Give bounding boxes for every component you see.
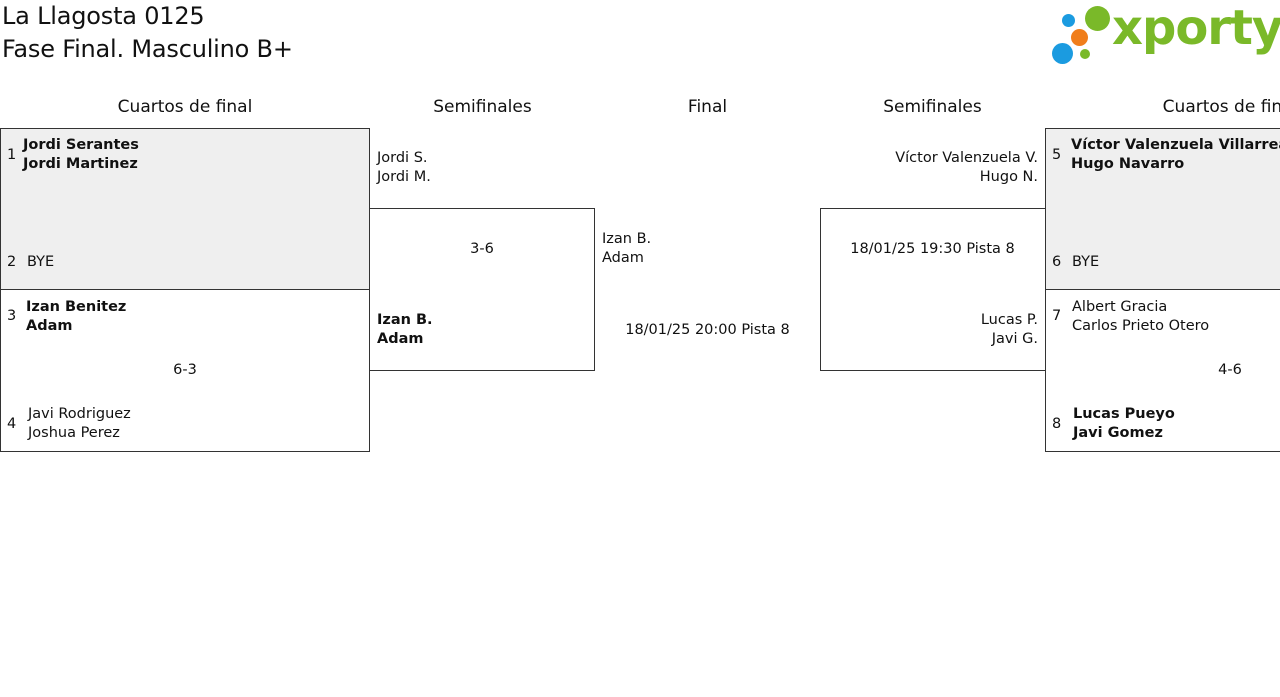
logo-dot-blue-bottom: [1052, 43, 1073, 64]
player-name: Izan Benitez: [26, 299, 127, 315]
player-name: Joshua Perez: [28, 425, 120, 441]
qf-left-match-1: [0, 128, 370, 290]
match-schedule: 18/01/25 20:00 Pista 8: [625, 322, 790, 338]
seed-number: 4: [7, 416, 17, 432]
seed-number: 8: [1052, 416, 1062, 432]
seed-number: 5: [1052, 147, 1062, 163]
player-name: Adam: [602, 250, 644, 266]
player-name: Lucas P.: [980, 312, 1038, 328]
player-name: Hugo N.: [979, 169, 1038, 185]
logo-dot-orange: [1071, 29, 1088, 46]
qf-right-match-2: [1045, 289, 1280, 452]
bye-label: BYE: [27, 254, 55, 270]
tournament-title: La Llagosta 0125: [2, 2, 205, 30]
player-name: Carlos Prieto Otero: [1072, 318, 1210, 334]
column-header-sf-left: Semifinales: [433, 97, 532, 117]
player-name: Hugo Navarro: [1071, 156, 1185, 172]
match-score: 3-6: [470, 241, 494, 257]
phase-subtitle: Fase Final. Masculino B+: [2, 35, 293, 63]
player-name: Javi Rodriguez: [28, 406, 131, 422]
player-name: Albert Gracia: [1072, 299, 1168, 315]
column-header-qf-right: Cuartos de final: [1162, 97, 1280, 117]
column-header-final: Final: [687, 97, 728, 117]
player-name: Adam: [377, 331, 424, 347]
sf-left-match: [369, 208, 595, 371]
match-score: 6-3: [173, 362, 197, 378]
player-name: Izan B.: [377, 312, 433, 328]
seed-number: 7: [1052, 308, 1062, 324]
logo-wordmark: xporty: [1112, 0, 1280, 56]
seed-number: 6: [1052, 254, 1062, 270]
logo-dot-green-small: [1080, 49, 1090, 59]
player-name: Jordi Martinez: [23, 156, 138, 172]
player-name: Víctor Valenzuela Villarreal: [1071, 137, 1280, 153]
player-name: Jordi S.: [377, 150, 428, 166]
column-header-sf-right: Semifinales: [883, 97, 982, 117]
player-name: Lucas Pueyo: [1073, 406, 1175, 422]
column-header-qf-left: Cuartos de final: [117, 97, 253, 117]
match-score: 4-6: [1218, 362, 1242, 378]
player-name: Víctor Valenzuela V.: [895, 150, 1038, 166]
bye-label: BYE: [1072, 254, 1100, 270]
seed-number: 1: [7, 147, 17, 163]
player-name: Adam: [26, 318, 73, 334]
player-name: Jordi M.: [377, 169, 431, 185]
seed-number: 3: [7, 308, 17, 324]
player-name: Izan B.: [602, 231, 652, 247]
match-schedule: 18/01/25 19:30 Pista 8: [850, 241, 1015, 257]
player-name: Jordi Serantes: [23, 137, 139, 153]
player-name: Javi G.: [991, 331, 1038, 347]
logo-dot-blue-top: [1062, 14, 1075, 27]
xporty-logo: xporty: [1050, 0, 1280, 68]
qf-right-match-1: [1045, 128, 1280, 290]
seed-number: 2: [7, 254, 17, 270]
player-name: Javi Gomez: [1073, 425, 1163, 441]
logo-dot-green-large: [1085, 6, 1110, 31]
